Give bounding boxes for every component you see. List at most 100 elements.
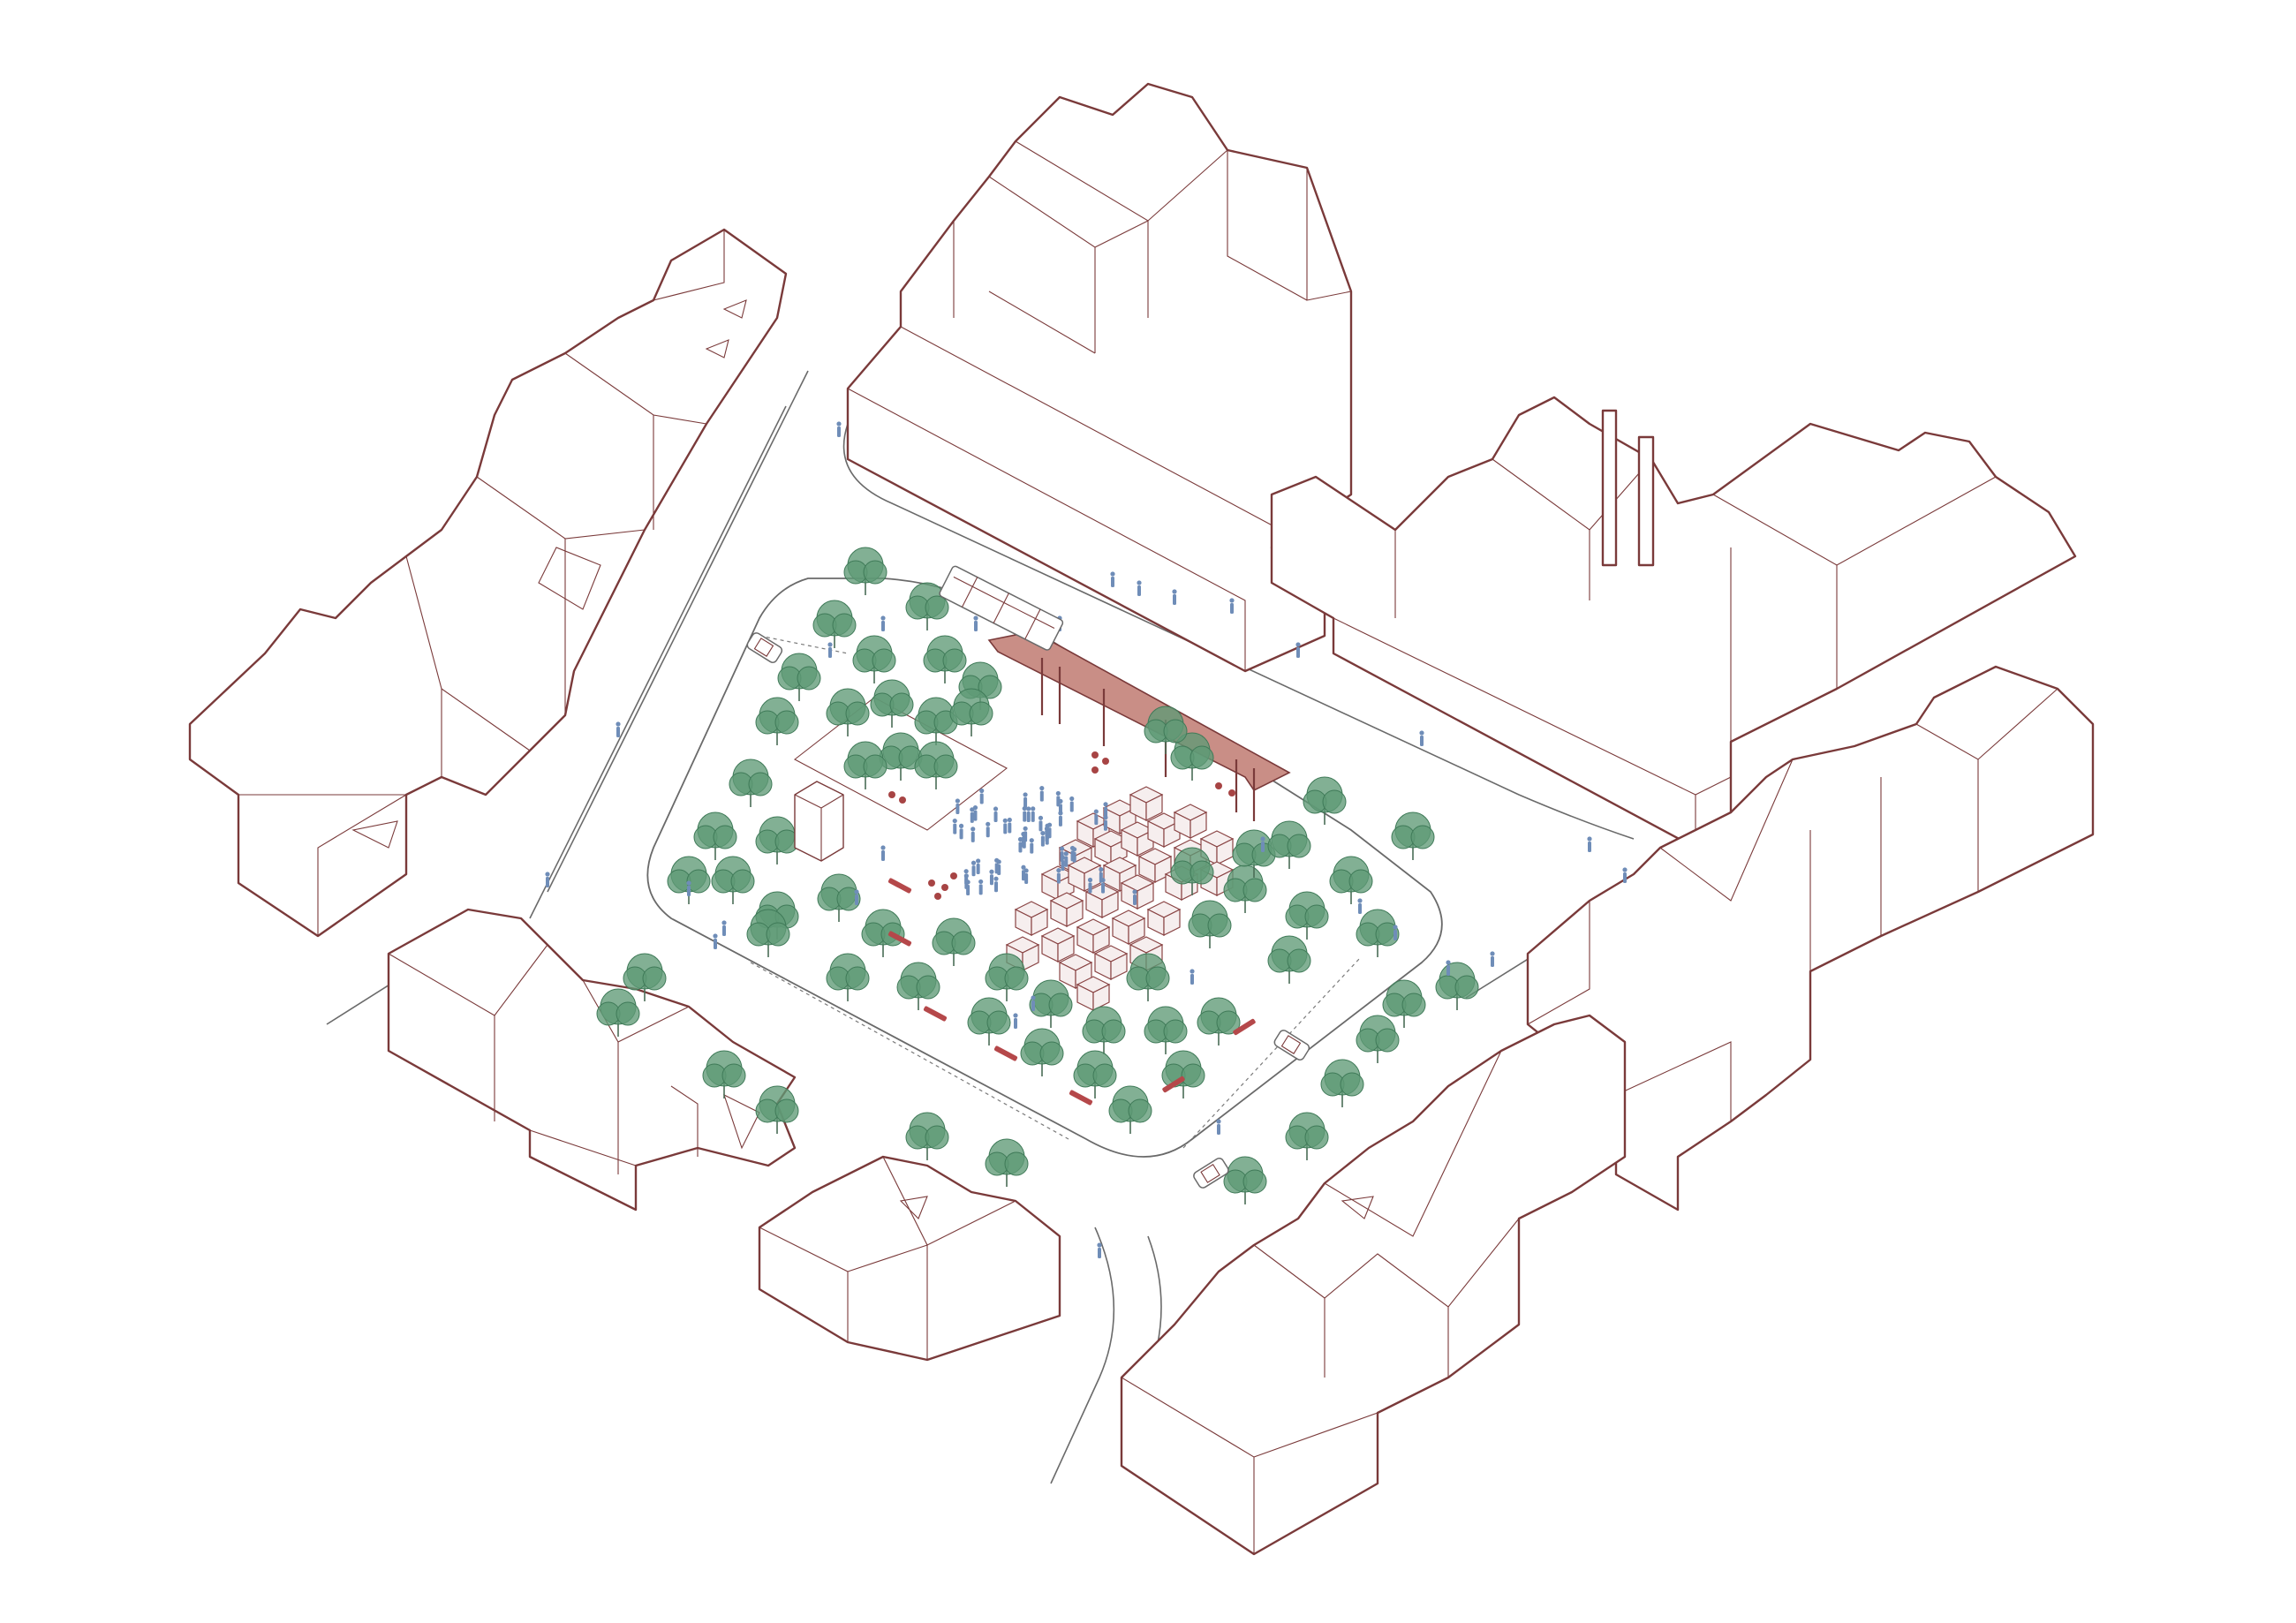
- tree: [1197, 997, 1241, 1046]
- tree: [932, 917, 976, 966]
- person: [1587, 836, 1592, 852]
- person: [545, 872, 550, 887]
- person: [1097, 1242, 1102, 1258]
- person: [993, 806, 999, 823]
- person: [1099, 867, 1104, 883]
- market-stalls: [1005, 786, 1235, 1011]
- kiosk: [794, 781, 844, 862]
- market-stall: [1067, 857, 1102, 892]
- person: [1446, 960, 1451, 976]
- tree: [1285, 891, 1329, 940]
- person: [1002, 818, 1008, 834]
- street-south-1: [1050, 1227, 1115, 1484]
- person: [1229, 598, 1235, 614]
- person: [1295, 642, 1301, 658]
- person: [952, 818, 957, 834]
- tree: [1382, 979, 1426, 1028]
- person: [1040, 830, 1046, 847]
- tree: [1303, 776, 1347, 825]
- person: [979, 788, 985, 804]
- person: [1132, 889, 1137, 905]
- person: [1039, 786, 1045, 802]
- tree: [1170, 847, 1214, 895]
- person: [1023, 792, 1028, 808]
- person: [1093, 809, 1099, 826]
- tree: [1170, 732, 1214, 781]
- car: [1273, 1030, 1310, 1061]
- market-stall: [1129, 786, 1164, 821]
- person: [1103, 802, 1108, 818]
- tree: [623, 953, 667, 1001]
- bench: [1069, 1090, 1093, 1106]
- car: [1193, 1158, 1229, 1189]
- market-stall: [1049, 892, 1084, 927]
- tree: [914, 741, 958, 789]
- chimney-2: [1637, 435, 1655, 567]
- person: [955, 798, 960, 814]
- person: [973, 615, 978, 631]
- person: [1029, 838, 1034, 854]
- building-block-south: [758, 1155, 1061, 1362]
- vehicles: [746, 565, 1310, 1189]
- person: [971, 860, 977, 877]
- person: [1060, 855, 1066, 872]
- tree: [755, 697, 799, 745]
- tree: [826, 953, 870, 1001]
- person: [1031, 806, 1036, 822]
- tree: [1285, 1112, 1329, 1160]
- tree: [1435, 962, 1479, 1010]
- tree: [693, 812, 737, 860]
- tree: [843, 547, 887, 595]
- person: [1172, 589, 1177, 605]
- bench: [923, 1006, 948, 1022]
- tree: [1020, 1028, 1064, 1076]
- tree: [985, 1138, 1029, 1187]
- bench: [887, 931, 912, 947]
- person: [686, 880, 691, 896]
- person: [976, 858, 981, 875]
- person: [1026, 806, 1031, 822]
- person: [994, 857, 1000, 874]
- person: [1007, 817, 1012, 834]
- tree: [702, 1050, 746, 1098]
- person: [1017, 836, 1023, 853]
- tree: [1391, 812, 1435, 860]
- market-stall: [1111, 910, 1146, 945]
- tree: [985, 953, 1029, 1001]
- market-stall: [1120, 874, 1155, 910]
- person: [971, 827, 976, 842]
- tree: [1073, 1050, 1117, 1098]
- person: [1190, 969, 1195, 985]
- market-stall: [1014, 901, 1049, 936]
- tree: [1267, 935, 1311, 984]
- tree: [949, 688, 993, 736]
- person: [1069, 845, 1076, 862]
- person: [972, 805, 978, 821]
- person: [1038, 815, 1044, 832]
- bus: [939, 565, 1064, 651]
- tree: [1267, 820, 1311, 869]
- person: [1023, 826, 1028, 842]
- people: [545, 421, 1628, 1258]
- person: [1021, 864, 1026, 881]
- market-stall: [1076, 976, 1111, 1011]
- person: [1393, 925, 1398, 940]
- tree: [596, 988, 640, 1037]
- tree: [1082, 1006, 1126, 1054]
- tree: [729, 759, 773, 807]
- person: [1490, 951, 1495, 967]
- person: [1063, 851, 1069, 867]
- tree: [812, 600, 857, 648]
- person: [993, 876, 999, 893]
- person: [958, 823, 964, 840]
- person: [721, 920, 727, 936]
- person: [965, 879, 971, 895]
- market-stall: [1093, 945, 1129, 980]
- tree: [817, 873, 861, 922]
- tree: [843, 741, 887, 789]
- tree: [1144, 706, 1188, 754]
- tree: [1108, 1085, 1152, 1134]
- tree: [1356, 1015, 1400, 1063]
- building-block-north: [846, 82, 1353, 673]
